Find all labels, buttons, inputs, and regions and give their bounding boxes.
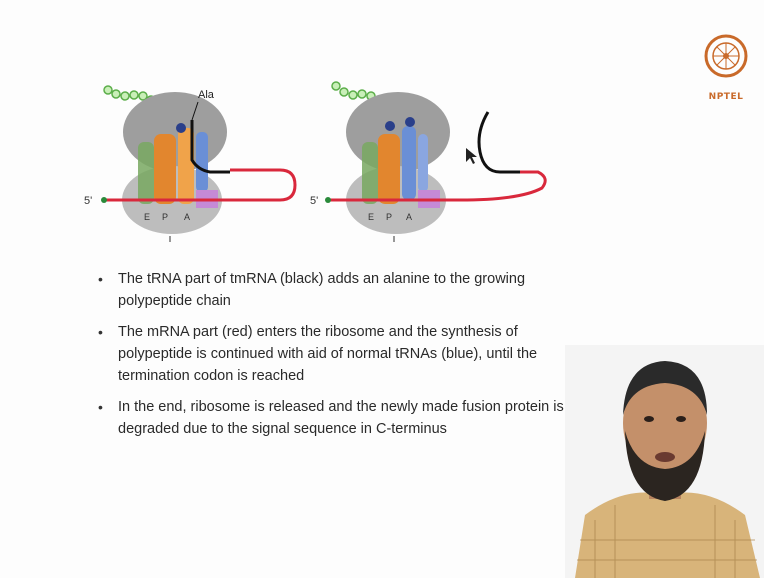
ribosome-right: 5' E P A bbox=[310, 82, 545, 242]
site-label-e-left: E bbox=[144, 212, 150, 222]
bullet-text: The mRNA part (red) enters the ribosome … bbox=[118, 324, 537, 384]
five-prime-label-left: 5' bbox=[84, 195, 92, 207]
bullet-list: • The tRNA part of tmRNA (black) adds an… bbox=[96, 268, 566, 449]
ala-label: Ala bbox=[198, 89, 215, 101]
bullet-item: • In the end, ribosome is released and t… bbox=[96, 396, 566, 440]
diagram-svg: Ala 5' E P A bbox=[80, 60, 640, 260]
trna-p-site-right bbox=[378, 134, 400, 204]
trna-blue-2-right bbox=[418, 134, 428, 192]
mrna-5prime-dot-left bbox=[101, 197, 107, 203]
bullet-item: • The mRNA part (red) enters the ribosom… bbox=[96, 321, 566, 387]
trna-blue-right bbox=[402, 126, 416, 200]
site-label-p-right: P bbox=[386, 212, 392, 222]
tmrna-diagram: Ala 5' E P A bbox=[80, 60, 640, 260]
bullet-item: • The tRNA part of tmRNA (black) adds an… bbox=[96, 268, 566, 312]
ala-residue bbox=[176, 123, 186, 133]
bullet-text: The tRNA part of tmRNA (black) adds an a… bbox=[118, 271, 525, 309]
site-label-a-left: A bbox=[184, 212, 190, 222]
bullet-dot: • bbox=[98, 268, 103, 290]
bullet-text: In the end, ribosome is released and the… bbox=[118, 399, 564, 437]
trna-p-site bbox=[154, 134, 176, 204]
bullet-dot: • bbox=[98, 396, 103, 418]
five-prime-label-right: 5' bbox=[310, 195, 318, 207]
mrna-5prime-dot-right bbox=[325, 197, 331, 203]
residue-right-1 bbox=[385, 121, 395, 131]
trna-e-site bbox=[138, 142, 154, 204]
ribosome-left: Ala 5' E P A bbox=[84, 86, 295, 242]
nptel-logo-text: NPTEL bbox=[700, 92, 752, 102]
site-label-e-right: E bbox=[368, 212, 374, 222]
residue-right-2 bbox=[405, 117, 415, 127]
presenter-video bbox=[565, 345, 764, 578]
tmrna-trna-part bbox=[196, 132, 208, 192]
trna-e-site-right bbox=[362, 142, 378, 204]
mouse-cursor-icon bbox=[466, 148, 477, 164]
site-label-a-right: A bbox=[406, 212, 412, 222]
tmrna-strand-right bbox=[479, 112, 520, 172]
site-label-p-left: P bbox=[162, 212, 168, 222]
presenter-image bbox=[565, 345, 764, 578]
bullet-dot: • bbox=[98, 321, 103, 343]
